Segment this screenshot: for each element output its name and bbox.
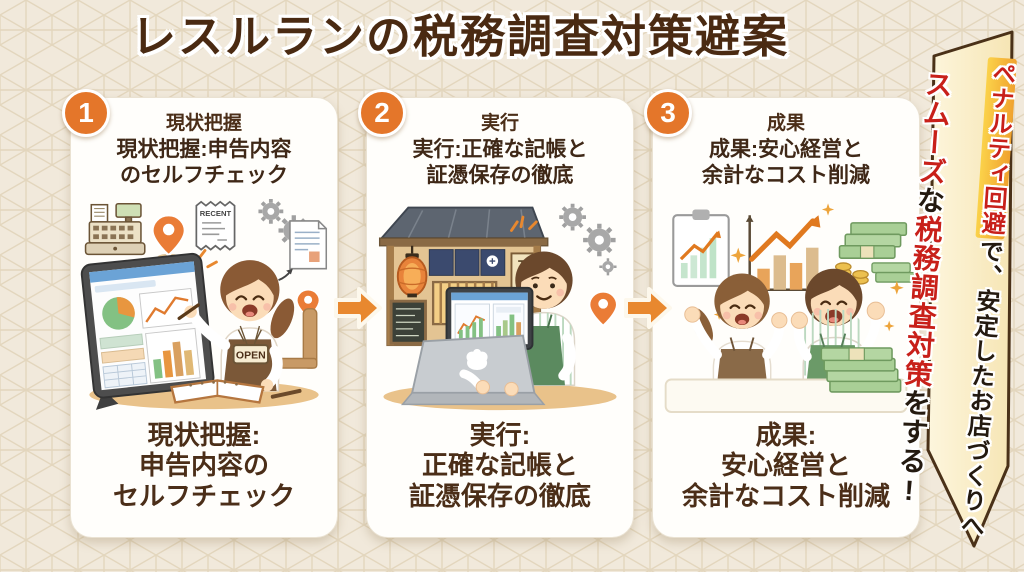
flow-arrow-icon <box>624 287 672 329</box>
location-pin-icon <box>151 213 187 261</box>
lantern-icon <box>396 245 428 297</box>
step-tagline: 実行 <box>480 113 519 134</box>
gears-icon <box>559 203 617 275</box>
step-heading: 成果:安心経営と 余計なコスト削減 <box>653 137 919 190</box>
caption-line: 余計なコスト削減 <box>681 480 890 511</box>
receipt-label: RECENT <box>200 209 232 218</box>
step-number-badge: 3 <box>644 89 692 137</box>
step-heading: 実行:正確な記帳と 証憑保存の徹底 <box>367 137 633 190</box>
receipt-icon: RECENT <box>195 200 236 251</box>
notebook <box>170 378 302 404</box>
clipboard-chart-icon <box>672 208 730 287</box>
typing-hands <box>459 368 519 396</box>
page-title: レスルランの税務調査対策避案 <box>130 11 789 62</box>
step-number-badge: 1 <box>62 89 110 137</box>
staff-woman: OPEN <box>177 259 295 392</box>
open-sign: OPEN <box>232 325 269 364</box>
location-pin-icon <box>588 290 618 327</box>
menu-blackboard <box>389 299 427 345</box>
money-stack-icon-bottom <box>820 346 902 393</box>
caption-line: 安心経営と <box>720 450 851 481</box>
heading-line: 実行:正確な記帳と <box>412 138 588 161</box>
caption-line: セルフチェック <box>112 480 295 511</box>
cash-register-icon <box>84 202 146 255</box>
heading-line: 成果:安心経営と <box>709 138 863 161</box>
caption-line: 現状把握: <box>147 419 261 450</box>
caption-line: 正確な記帳と <box>421 450 578 481</box>
step-caption: 実行: 正確な記帳と 証憑保存の徹底 <box>367 420 633 512</box>
illustration-bookkeeping <box>378 203 618 410</box>
caption-line: 成果: <box>755 419 817 450</box>
heading-line: のセルフチェック <box>120 164 288 188</box>
step-caption: 成果: 安心経営と 余計なコスト削減 <box>653 420 919 512</box>
sparkle-accent <box>510 215 538 232</box>
tablet-dashboard <box>80 252 215 410</box>
document-icon <box>278 219 328 281</box>
heading-line: 余計なコスト削減 <box>702 164 870 188</box>
caption-line: 実行: <box>469 419 531 450</box>
step-caption: 現状把握: 申告内容の セルフチェック <box>71 420 337 512</box>
illustration-results <box>664 202 914 413</box>
heading-line: 証憑保存の徹底 <box>426 164 574 188</box>
noren-curtain <box>428 248 506 276</box>
caption-line: 申告内容の <box>138 450 269 481</box>
open-sign-label: OPEN <box>236 349 266 361</box>
step-tagline: 成果 <box>766 113 805 134</box>
side-banner: ペナルティ回避で、安定したお店づくりへ スムーズな税務調査対策をする! <box>892 14 1022 570</box>
caption-line: 証憑保存の徹底 <box>408 480 591 511</box>
step-tagline: 現状把握 <box>165 113 242 134</box>
step-panel-1: 1 現状把握 現状把握:申告内容 のセルフチェック <box>62 89 338 538</box>
step-panel-3: 3 成果 成果:安心経営と 余計なコスト削減 <box>644 89 920 538</box>
step-number-badge: 2 <box>358 89 406 137</box>
heading-line: 現状把握:申告内容 <box>116 138 292 161</box>
illustration-self-check: RECENT <box>80 198 328 410</box>
chair <box>272 307 318 369</box>
flow-arrow-icon <box>334 287 382 329</box>
step-heading: 現状把握:申告内容 のセルフチェック <box>71 137 337 190</box>
step-panel-2: 2 実行 実行:正確な記帳と 証憑保存の徹底 <box>358 89 634 538</box>
laptop <box>400 334 546 405</box>
cheering-woman <box>684 272 788 399</box>
